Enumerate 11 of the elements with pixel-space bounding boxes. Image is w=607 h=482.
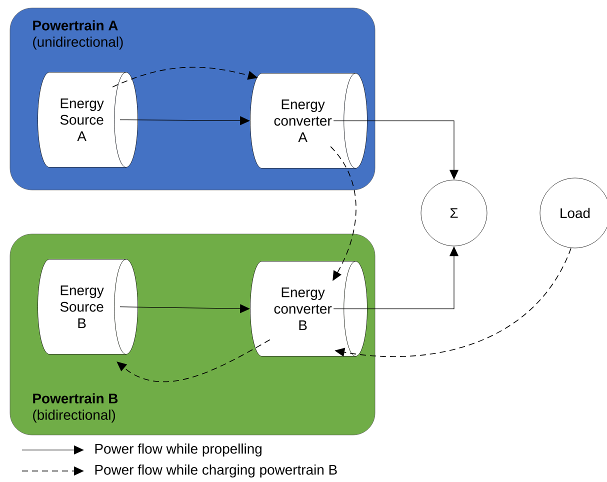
circle-node: Σ — [420, 180, 488, 246]
legend-text: Power flow while charging powertrain B — [95, 464, 337, 478]
arrow — [330, 146, 356, 281]
legend-text: Power flow while propelling — [95, 444, 262, 456]
cylinder: Energy converter B — [250, 261, 368, 356]
group-heading: Powertrain B (bidirectional) — [33, 393, 118, 423]
cylinder: Energy Source A — [38, 72, 138, 168]
arrow — [116, 339, 270, 382]
cylinder: Energy converter A — [250, 73, 368, 168]
cylinder: Energy Source B — [38, 259, 138, 354]
group-heading: Powertrain A (unidirectional) — [33, 20, 123, 50]
